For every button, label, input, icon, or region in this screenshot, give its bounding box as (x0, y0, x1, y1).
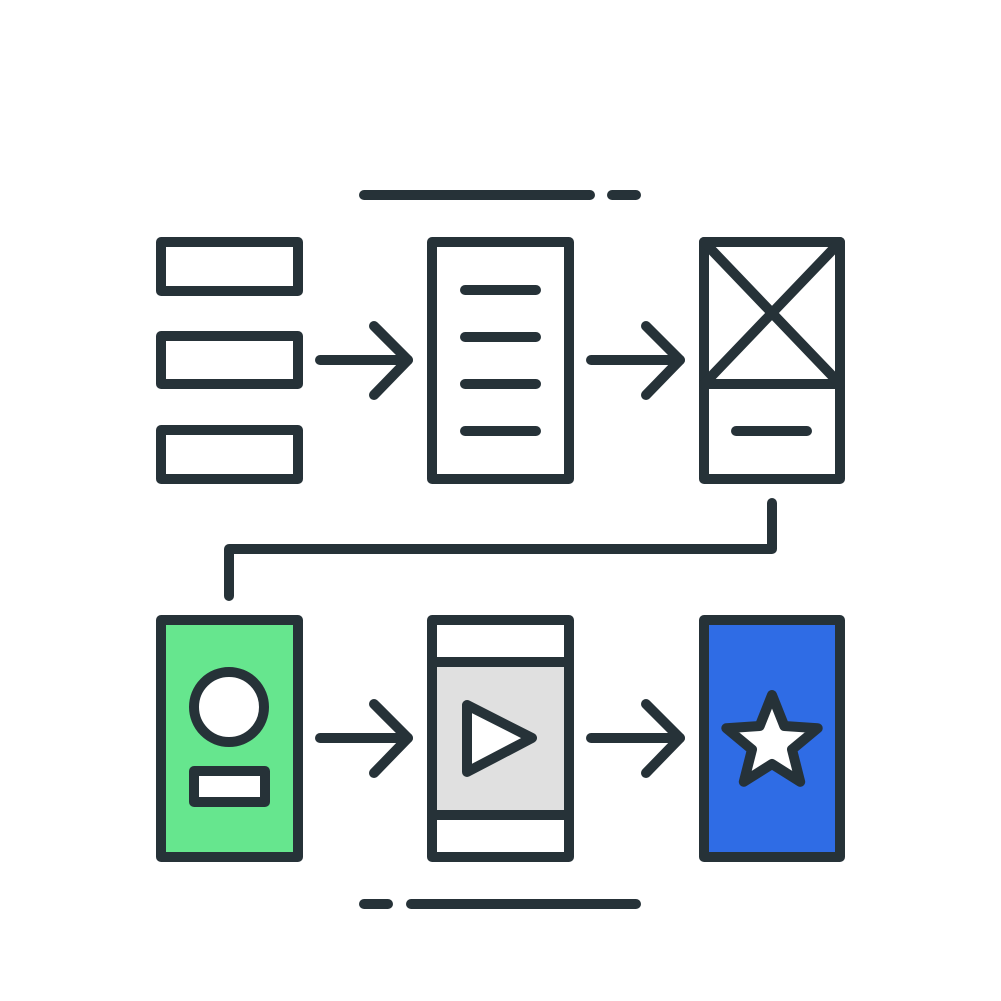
play-icon (462, 700, 537, 777)
video-player-icon (427, 615, 574, 862)
arrow-right-icon (315, 321, 413, 400)
list-blocks-icon (156, 237, 303, 484)
star-icon (721, 690, 823, 787)
arrow-right-icon (586, 699, 685, 778)
avatar-circle-icon (189, 667, 269, 747)
profile-screen-icon (156, 615, 303, 862)
star-screen-icon (699, 615, 845, 862)
name-bar (189, 766, 270, 807)
elbow-connector (224, 498, 777, 601)
document-icon (427, 237, 574, 484)
arrow-right-icon (586, 321, 685, 400)
image-placeholder-card-icon (699, 237, 845, 484)
arrow-right-icon (315, 699, 413, 778)
